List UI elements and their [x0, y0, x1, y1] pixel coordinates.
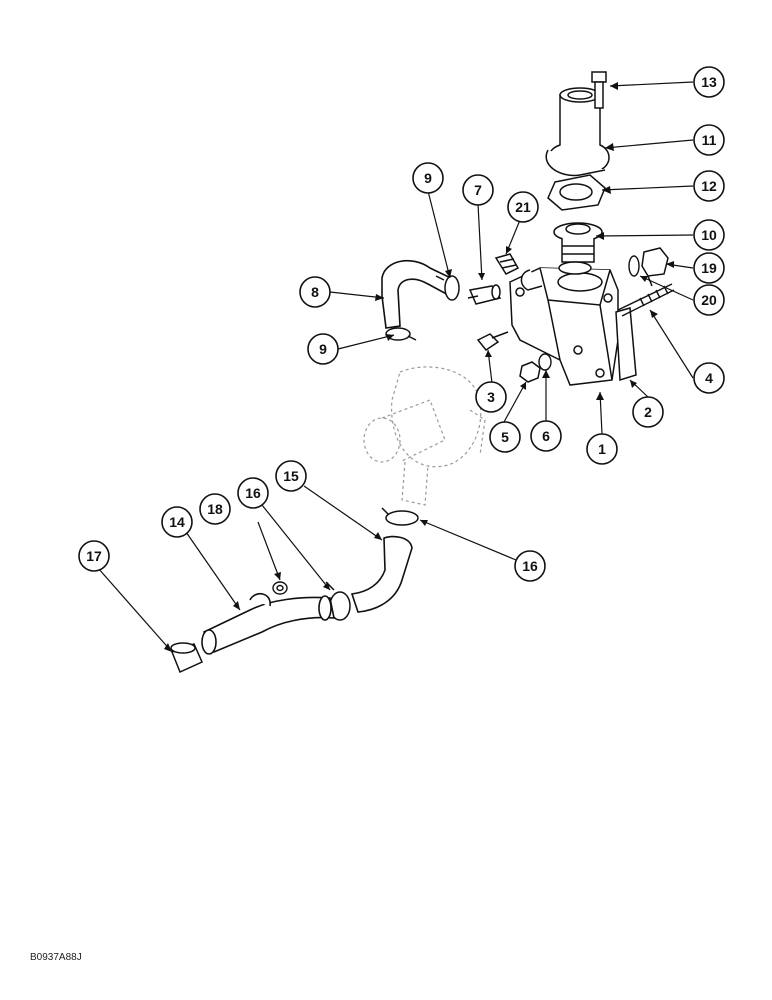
clamp-16-upper [381, 507, 419, 526]
bolt-13 [591, 71, 607, 109]
fitting-7 [467, 284, 502, 305]
callout-7: 7 [474, 182, 482, 198]
stud-4 [617, 283, 675, 317]
cap-17 [170, 642, 203, 674]
water-outlet-housing-1 [509, 261, 619, 386]
callout-9-upper: 9 [424, 170, 432, 186]
bolt-3 [476, 331, 509, 352]
callout-numbers: 13 11 12 10 9 7 21 19 20 8 4 9 3 5 6 1 2… [86, 74, 717, 574]
thermostat-10 [553, 222, 603, 263]
fitting-21 [494, 253, 520, 275]
leader-arrowheads [164, 82, 674, 652]
callout-14: 14 [169, 514, 185, 530]
callout-circles [78, 66, 725, 582]
washer-20 [628, 255, 640, 277]
washer-18 [272, 581, 288, 595]
callout-10: 10 [701, 227, 717, 243]
thermostat-housing [545, 87, 610, 177]
callout-3: 3 [487, 389, 495, 405]
callout-11: 11 [702, 132, 717, 148]
leader-lines [97, 81, 694, 653]
callout-9-lower: 9 [319, 341, 327, 357]
callout-16-left: 16 [245, 485, 261, 501]
nut-5 [519, 361, 541, 383]
callout-17: 17 [86, 548, 102, 564]
gasket-12 [547, 174, 606, 211]
clamp-9-upper [435, 275, 460, 301]
callout-5: 5 [501, 429, 509, 445]
callout-4: 4 [705, 370, 713, 386]
washer-6 [538, 353, 552, 371]
callout-18: 18 [207, 501, 223, 517]
callout-2: 2 [644, 404, 652, 420]
callout-13: 13 [701, 74, 717, 90]
pipe-14 [201, 593, 335, 655]
callout-21: 21 [515, 199, 531, 215]
hose-8 [381, 260, 456, 329]
plug-19 [641, 247, 669, 287]
callout-20: 20 [701, 292, 717, 308]
callout-19: 19 [701, 260, 717, 276]
figure-code: B0937A88J [30, 952, 82, 963]
callout-12: 12 [701, 178, 717, 194]
callout-16-right: 16 [522, 558, 538, 574]
callout-6: 6 [542, 428, 550, 444]
callout-15: 15 [283, 468, 299, 484]
water-pump-ghost [363, 366, 486, 506]
callout-1: 1 [598, 441, 606, 457]
hose-15 [350, 535, 413, 613]
callout-8: 8 [311, 284, 319, 300]
gasket-2 [615, 307, 637, 382]
